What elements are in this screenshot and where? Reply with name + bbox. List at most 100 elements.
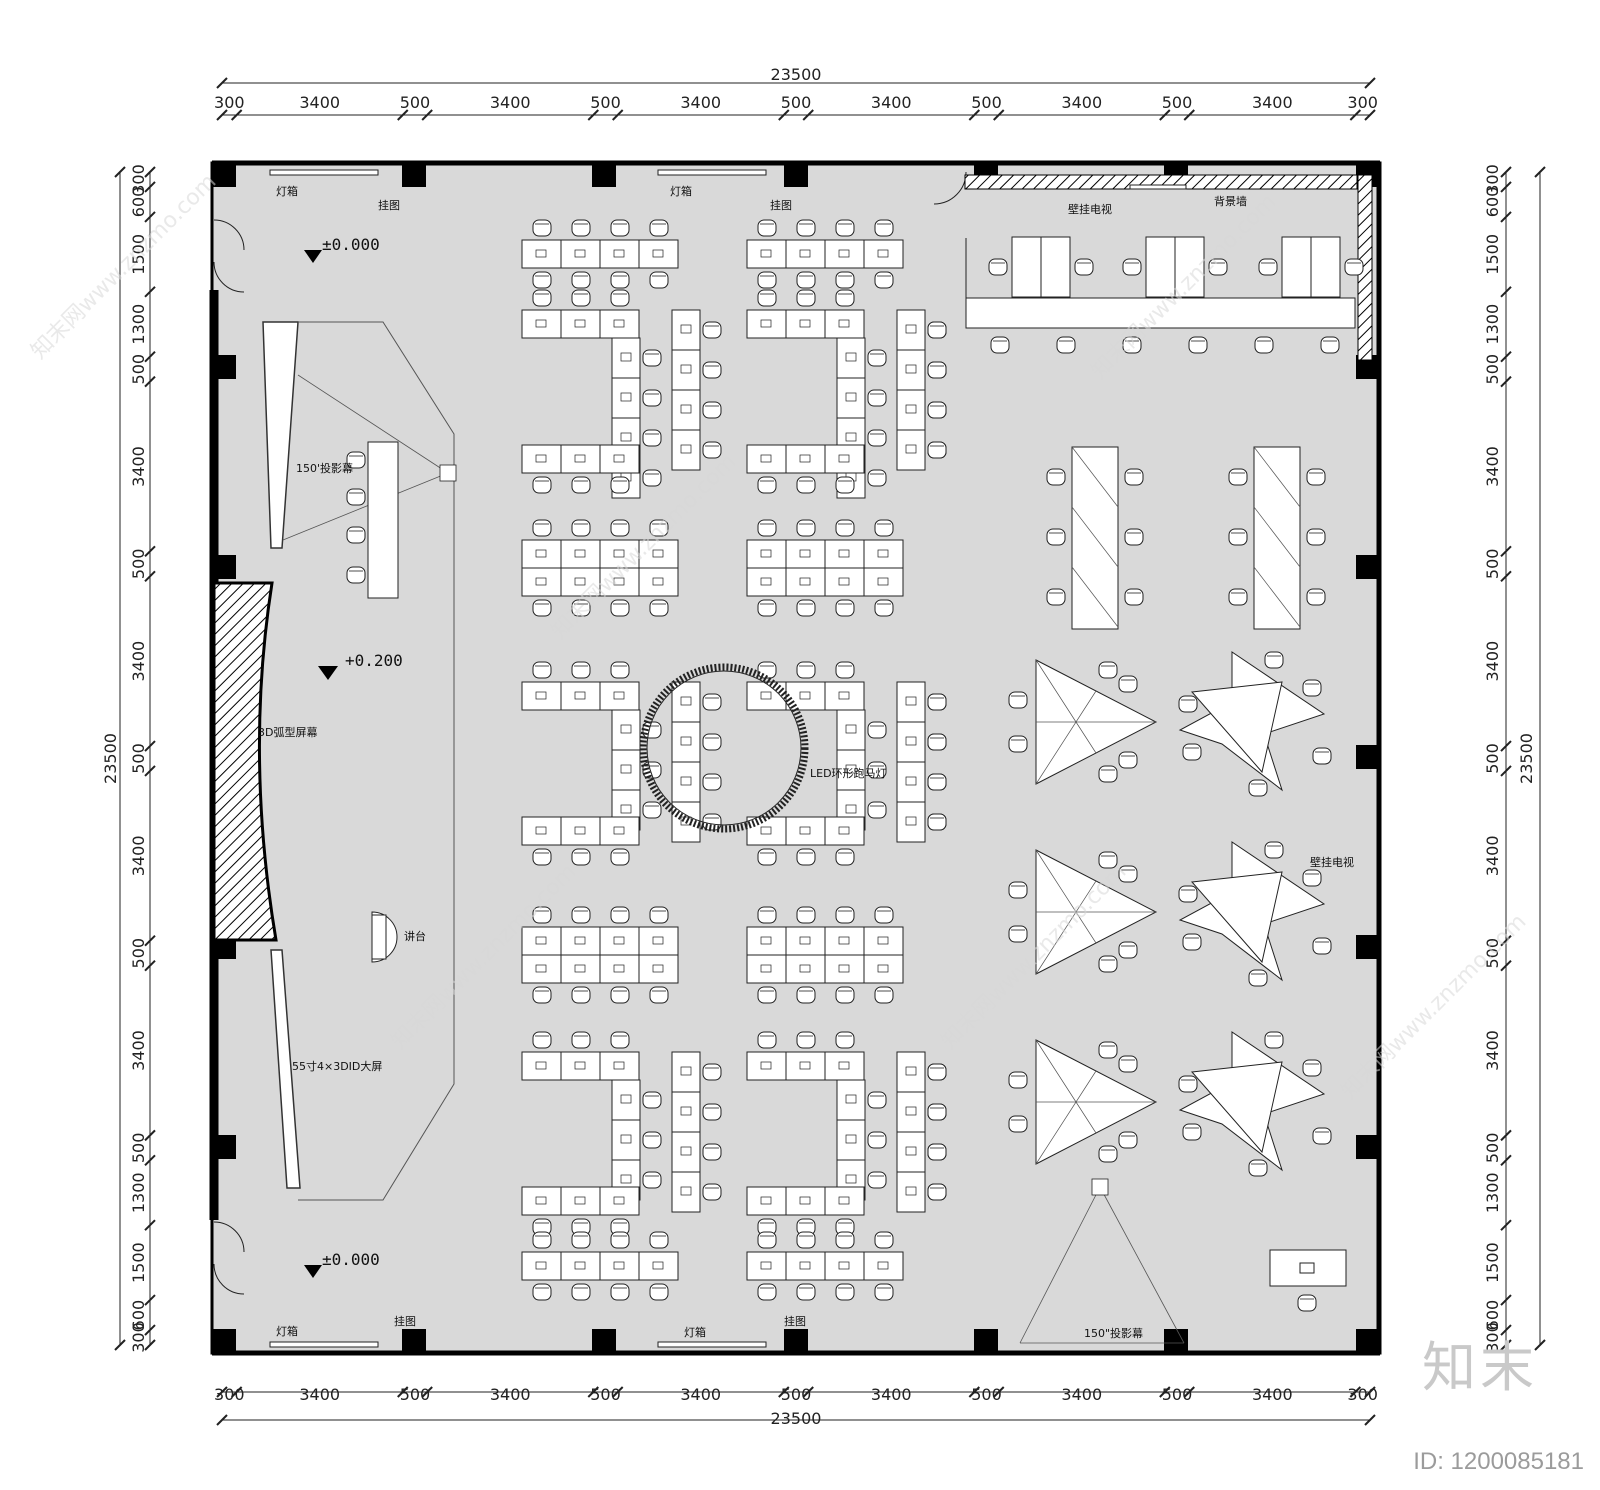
brand-logo: 知末: [1422, 1336, 1538, 1399]
monitor: [574, 1061, 586, 1070]
chair: [796, 848, 816, 866]
annotations: 灯箱 挂图 灯箱 挂图 壁挂电视 背景墙 150'投影幕 3D弧型屏幕 讲台 5…: [258, 184, 1354, 1340]
chair: [835, 848, 855, 866]
dimension-label: 3400: [680, 93, 721, 112]
chair: [532, 289, 552, 307]
monitor: [845, 764, 857, 774]
chair: [1306, 528, 1326, 546]
monitor: [799, 826, 811, 835]
desk: [863, 1251, 904, 1281]
chair: [874, 271, 894, 289]
monitor: [799, 319, 811, 328]
dim-tick: [144, 1339, 156, 1351]
monitor: [760, 691, 772, 700]
desk: [785, 444, 826, 474]
chair: [1188, 336, 1208, 354]
chair: [1008, 925, 1028, 943]
chair: [532, 986, 552, 1004]
chair: [642, 1131, 662, 1149]
chair: [649, 906, 669, 924]
chair: [867, 469, 887, 487]
dim-tick: [1500, 934, 1512, 947]
chair: [1118, 1055, 1138, 1073]
label-curved-screen: 3D弧型屏幕: [258, 725, 317, 739]
dimension-label: 3400: [299, 93, 340, 112]
column: [1164, 1329, 1188, 1353]
desk: [560, 926, 601, 956]
desk: [896, 349, 926, 391]
desk: [521, 681, 562, 711]
table-edge: [1035, 659, 1097, 754]
dim-tick: [421, 1386, 433, 1398]
dim-tick: [778, 109, 790, 121]
chair: [867, 429, 887, 447]
dim-tick: [114, 166, 126, 178]
desk: [560, 1051, 601, 1081]
monitor: [574, 826, 586, 835]
desk: [896, 309, 926, 351]
label-video-wall: 55寸4×3DID大屏: [292, 1059, 382, 1073]
monitor: [799, 691, 811, 700]
dimension-label: 600: [1483, 187, 1502, 218]
dimension-label: 500: [129, 743, 148, 774]
dim-tick: [216, 109, 228, 121]
desk: [560, 444, 601, 474]
chair: [532, 476, 552, 494]
chair: [532, 519, 552, 537]
chair: [571, 476, 591, 494]
chair: [757, 599, 777, 617]
column: [212, 163, 236, 187]
chair: [642, 1091, 662, 1109]
chair: [571, 519, 591, 537]
chair: [990, 336, 1010, 354]
desk: [599, 816, 640, 846]
monitor: [535, 454, 547, 463]
desk: [671, 309, 701, 351]
dimension-label: 500: [1483, 549, 1502, 580]
monitor: [652, 1261, 664, 1270]
desk: [896, 1131, 926, 1173]
chair: [1264, 651, 1284, 669]
column: [784, 163, 808, 187]
dimension-label: 600: [1483, 1300, 1502, 1331]
chair: [642, 389, 662, 407]
dimension-label: 300: [214, 93, 245, 112]
chair: [642, 349, 662, 367]
chair: [1098, 1145, 1118, 1163]
dim-tick: [1500, 1324, 1512, 1336]
dim-tick: [1500, 1339, 1512, 1351]
monitor: [680, 696, 692, 706]
dimension-label: 3400: [1483, 835, 1502, 876]
dim-tick: [144, 740, 156, 752]
monitor: [905, 1186, 917, 1196]
table-edge: [1253, 506, 1301, 568]
dimension-label: 300: [1483, 1322, 1502, 1353]
dim-tick: [1159, 1386, 1171, 1398]
dimension-label: 500: [971, 93, 1002, 112]
monitor: [877, 964, 889, 973]
chair: [1098, 765, 1118, 783]
column: [212, 555, 236, 579]
chair: [874, 599, 894, 617]
chair: [796, 986, 816, 1004]
dim-tick: [144, 166, 156, 178]
dimension-label: 500: [1162, 1385, 1193, 1404]
monitor: [905, 1066, 917, 1076]
desk: [896, 1051, 926, 1093]
chair: [835, 1283, 855, 1301]
desk: [638, 926, 679, 956]
desk: [863, 567, 904, 597]
chair: [867, 1091, 887, 1109]
monitor: [760, 1061, 772, 1070]
chair: [571, 1283, 591, 1301]
dimension-label: 3400: [1252, 1385, 1293, 1404]
dim-tick: [397, 109, 409, 121]
chair: [1178, 1075, 1198, 1093]
table-edge: [1253, 446, 1301, 508]
chair: [649, 986, 669, 1004]
monitor: [760, 454, 772, 463]
dim-tick: [1500, 959, 1512, 972]
dimension-label: 500: [1483, 743, 1502, 774]
desk: [671, 721, 701, 763]
label-led-ring: LED环形跑马灯: [810, 766, 887, 780]
